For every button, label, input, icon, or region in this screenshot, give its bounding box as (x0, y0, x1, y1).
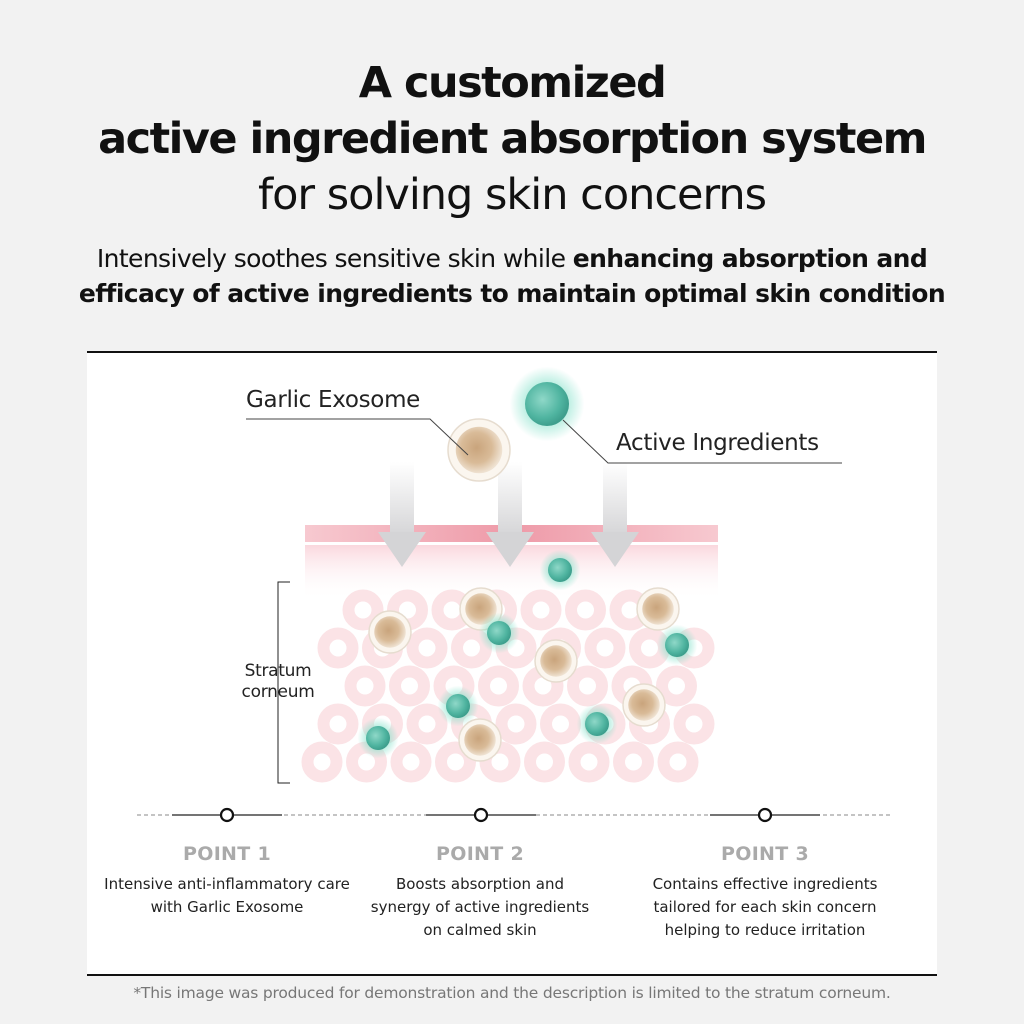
title-line-2: active ingredient absorption system (98, 114, 927, 164)
active-sphere (548, 558, 572, 582)
point-2-title: POINT 2 (436, 843, 524, 865)
subtitle-line-2: efficacy of active ingredients to mainta… (78, 279, 946, 308)
skin-cell (389, 665, 430, 707)
skin-cell (478, 665, 519, 707)
absorption-arrows (378, 462, 639, 567)
active-ingredient (478, 612, 520, 654)
subtitle-bold-1: enhancing absorption and (572, 244, 928, 273)
point-2-marker (473, 807, 489, 823)
active-ingredient (656, 624, 698, 666)
skin-cell (613, 741, 654, 783)
active-sphere (366, 726, 390, 750)
stratum-corneum-label: Stratum corneum (241, 661, 315, 702)
skin-cell (657, 741, 699, 783)
arrow-shaft (390, 462, 414, 534)
exosome-core (464, 724, 496, 756)
title-line-1: A customized (358, 58, 667, 108)
active-ingredient (539, 549, 581, 591)
active-ingredient (357, 717, 399, 759)
subtitle-line-1: Intensively soothes sensitive skin while… (0, 244, 1024, 273)
point-2: POINT 2 Boosts absorption and synergy of… (330, 843, 630, 942)
skin-cell (406, 703, 448, 745)
point-1: POINT 1 Intensive anti-inflammatory care… (77, 843, 377, 919)
skin-cell (656, 665, 697, 707)
point-1-marker (219, 807, 235, 823)
garlic-exosome-label: Garlic Exosome (246, 387, 421, 413)
point-1-title: POINT 1 (183, 843, 271, 865)
exosome-core (628, 689, 660, 721)
exosome-core (642, 593, 674, 625)
exosome-core (374, 616, 406, 648)
skin-cell (317, 627, 359, 669)
skin-cell (344, 665, 386, 707)
garlic-exosome (636, 587, 680, 631)
active-sphere (446, 694, 470, 718)
garlic-exosome (368, 610, 412, 654)
skin-cell (524, 741, 565, 783)
point-1-description: Intensive anti-inflammatory care with Ga… (104, 875, 350, 916)
exosome-core (455, 426, 503, 474)
active-leader-line (562, 419, 842, 464)
skin-cell (317, 703, 359, 745)
down-arrow-icon (591, 532, 639, 567)
garlic-exosome (458, 718, 502, 762)
arrow-shaft (603, 462, 627, 534)
arrow-shaft (498, 462, 522, 534)
particles (357, 366, 698, 762)
skin-cell (435, 741, 476, 783)
skin-cell (540, 703, 581, 745)
exosome-core (540, 645, 572, 677)
down-arrow-icon (486, 532, 534, 567)
point-3-title: POINT 3 (721, 843, 809, 865)
skin-cell (568, 741, 610, 783)
point-2-description: Boosts absorption and synergy of active … (370, 875, 590, 939)
timeline (137, 807, 890, 823)
point-3: POINT 3 Contains effective ingredients t… (615, 843, 915, 942)
active-ingredient (437, 685, 479, 727)
point-3-description: Contains effective ingredients tailored … (652, 875, 878, 939)
skin-cell (567, 665, 608, 707)
skin-cell (342, 589, 384, 631)
title-line-3: for solving skin concerns (257, 170, 767, 220)
down-arrow-icon (378, 532, 426, 567)
active-sphere (585, 712, 609, 736)
skin-cell (520, 589, 562, 631)
active-ingredient (576, 703, 618, 745)
exosome-leader-line (246, 418, 469, 456)
subtitle-normal: Intensively soothes sensitive skin while (96, 244, 573, 273)
garlic-exosome (534, 639, 578, 683)
skin-cell (673, 703, 715, 745)
garlic-exosome (447, 418, 511, 482)
skin-cell (301, 741, 343, 783)
active-sphere (525, 382, 569, 426)
garlic-exosome (622, 683, 666, 727)
layer-bracket (277, 581, 290, 784)
active-sphere (487, 621, 511, 645)
skin-cell (565, 589, 606, 631)
skin-cell (584, 627, 626, 669)
active-ingredients-label: Active Ingredients (616, 430, 819, 456)
active-sphere (665, 633, 689, 657)
skin-cell (495, 703, 537, 745)
skin-cell (406, 627, 448, 669)
point-3-marker (757, 807, 773, 823)
skin-cell (390, 741, 432, 783)
footnote: *This image was produced for demonstrati… (133, 984, 891, 1002)
